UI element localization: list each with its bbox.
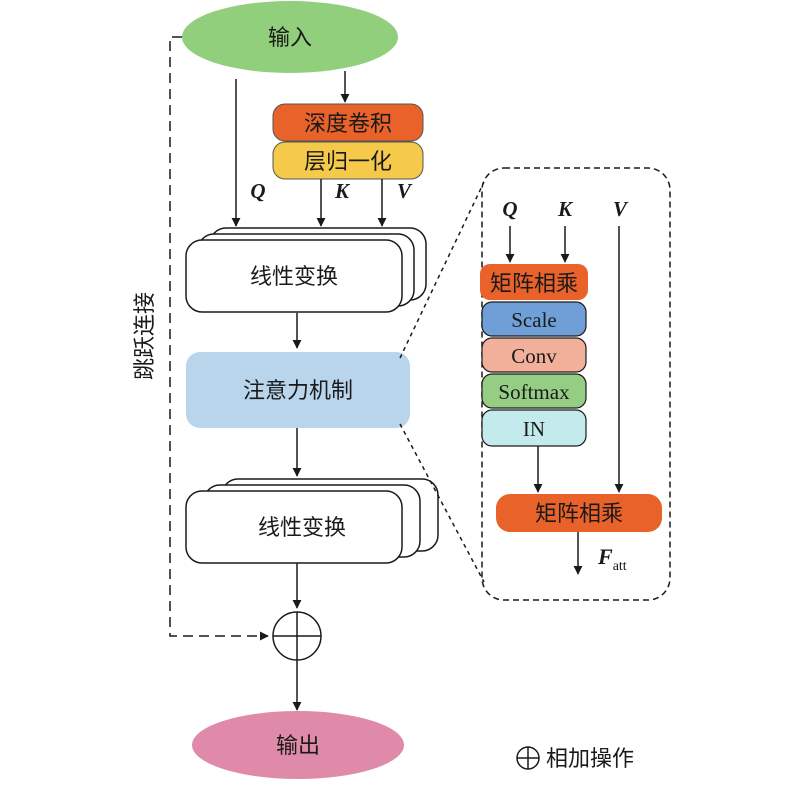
detail-v-label: V — [613, 197, 629, 221]
skip-connection-line — [169, 36, 269, 641]
layer-norm-label: 层归一化 — [304, 150, 392, 175]
in-box — [481, 409, 587, 447]
scale-label: Scale — [511, 308, 556, 332]
detail-k-label: K — [557, 197, 574, 221]
in-label: IN — [523, 417, 545, 441]
detail-q-label: Q — [502, 197, 517, 221]
conv-label: Conv — [511, 344, 557, 368]
attention-label: 注意力机制 — [243, 379, 353, 404]
layer-norm-box — [272, 141, 424, 180]
matmul2-box — [496, 494, 662, 532]
attention-box — [186, 352, 410, 428]
output-label: 输出 — [276, 734, 320, 759]
output-node — [192, 711, 404, 779]
matmul1-label: 矩阵相乘 — [490, 272, 578, 297]
fatt-sub: att — [613, 559, 627, 574]
k-label: K — [334, 179, 351, 203]
depthwise-conv-label: 深度卷积 — [304, 112, 392, 137]
legend-add-icon — [516, 746, 540, 770]
scale-box — [481, 301, 587, 337]
q-label: Q — [250, 179, 265, 203]
v-label: V — [397, 179, 413, 203]
matmul2-label: 矩阵相乘 — [535, 502, 623, 527]
legend-label: 相加操作 — [546, 747, 634, 772]
input-label: 输入 — [268, 26, 312, 51]
linear-bottom-label: 线性变换 — [258, 516, 346, 541]
fatt-base: F — [597, 544, 613, 569]
linear-bottom-box — [185, 490, 403, 564]
matmul1-box — [480, 264, 588, 300]
fatt-label: Fatt — [597, 544, 627, 574]
linear-top-label: 线性变换 — [250, 265, 338, 290]
detail-connector-bottom — [399, 423, 485, 583]
input-node — [182, 1, 398, 73]
linear-top-box — [185, 239, 403, 313]
skip-connection-label: 跳跃连接 — [133, 292, 158, 380]
depthwise-conv-box — [272, 103, 424, 142]
softmax-box — [481, 373, 587, 409]
conv-box — [481, 337, 587, 373]
detail-connector-top — [399, 181, 485, 359]
add-operator-icon — [272, 611, 322, 661]
softmax-label: Softmax — [498, 380, 570, 404]
